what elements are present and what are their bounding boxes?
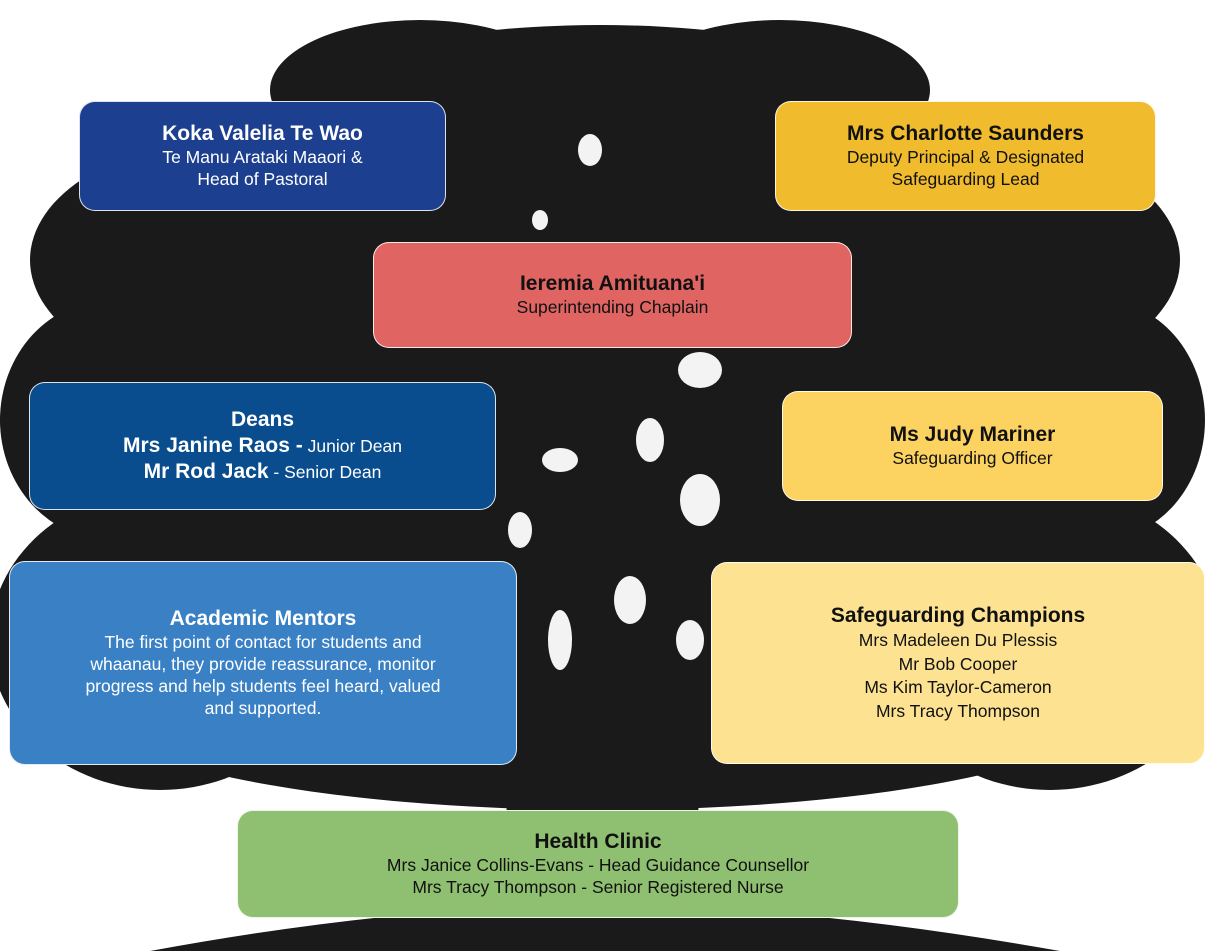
charlotte-saunders-card: Mrs Charlotte Saunders Deputy Principal …: [775, 101, 1156, 211]
senior-dean-role: - Senior Dean: [268, 462, 382, 483]
champion-item: Ms Kim Taylor-Cameron: [864, 677, 1052, 698]
judy-name: Ms Judy Mariner: [889, 422, 1056, 446]
judy-mariner-card: Ms Judy Mariner Safeguarding Officer: [782, 391, 1163, 501]
ieremia-role: Superintending Chaplain: [516, 297, 709, 318]
safeguarding-champions-card: Safeguarding Champions Mrs Madeleen Du P…: [711, 562, 1205, 764]
charlotte-role-line2: Safeguarding Lead: [891, 169, 1040, 190]
judy-role: Safeguarding Officer: [892, 448, 1053, 469]
senior-dean-name: Mr Rod Jack: [143, 460, 269, 484]
champion-item: Mrs Tracy Thompson: [875, 700, 1041, 721]
academic-mentors-card: Academic Mentors The first point of cont…: [9, 561, 517, 765]
koka-valelia-card: Koka Valelia Te Wao Te Manu Arataki Maao…: [79, 101, 446, 211]
clinic-title: Health Clinic: [534, 830, 662, 853]
deans-title: Deans: [230, 407, 295, 431]
koka-role-line1: Te Manu Arataki Maaori &: [162, 147, 363, 168]
senior-dean-line: Mr Rod Jack - Senior Dean: [144, 459, 382, 485]
ieremia-name: Ieremia Amituana'i: [519, 271, 706, 295]
mentors-line1: The first point of contact for students …: [104, 632, 422, 653]
mentors-line4: and supported.: [204, 698, 322, 718]
mentors-title: Academic Mentors: [169, 607, 357, 631]
junior-dean-line: Mrs Janine Raos - Junior Dean: [123, 433, 402, 459]
mentors-line3: progress and help students feel heard, v…: [85, 676, 441, 697]
clinic-line2: Mrs Tracy Thompson - Senior Registered N…: [412, 877, 784, 898]
champion-item: Mr Bob Cooper: [898, 653, 1018, 674]
ieremia-card: Ieremia Amituana'i Superintending Chapla…: [373, 242, 852, 348]
junior-dean-name: Mrs Janine Raos -: [123, 433, 303, 457]
junior-dean-role: Junior Dean: [302, 435, 402, 456]
champion-item: Mrs Madeleen Du Plessis: [858, 629, 1058, 650]
clinic-line1: Mrs Janice Collins-Evans - Head Guidance…: [386, 855, 810, 876]
koka-name: Koka Valelia Te Wao: [162, 122, 363, 145]
deans-card: Deans Mrs Janine Raos - Junior Dean Mr R…: [29, 382, 496, 510]
health-clinic-card: Health Clinic Mrs Janice Collins-Evans -…: [237, 810, 959, 918]
champions-title: Safeguarding Champions: [830, 603, 1086, 627]
charlotte-name: Mrs Charlotte Saunders: [847, 122, 1084, 145]
koka-role-line2: Head of Pastoral: [197, 169, 328, 190]
charlotte-role-line1: Deputy Principal & Designated: [846, 147, 1085, 168]
mentors-line2: whaanau, they provide reassurance, monit…: [90, 654, 436, 675]
